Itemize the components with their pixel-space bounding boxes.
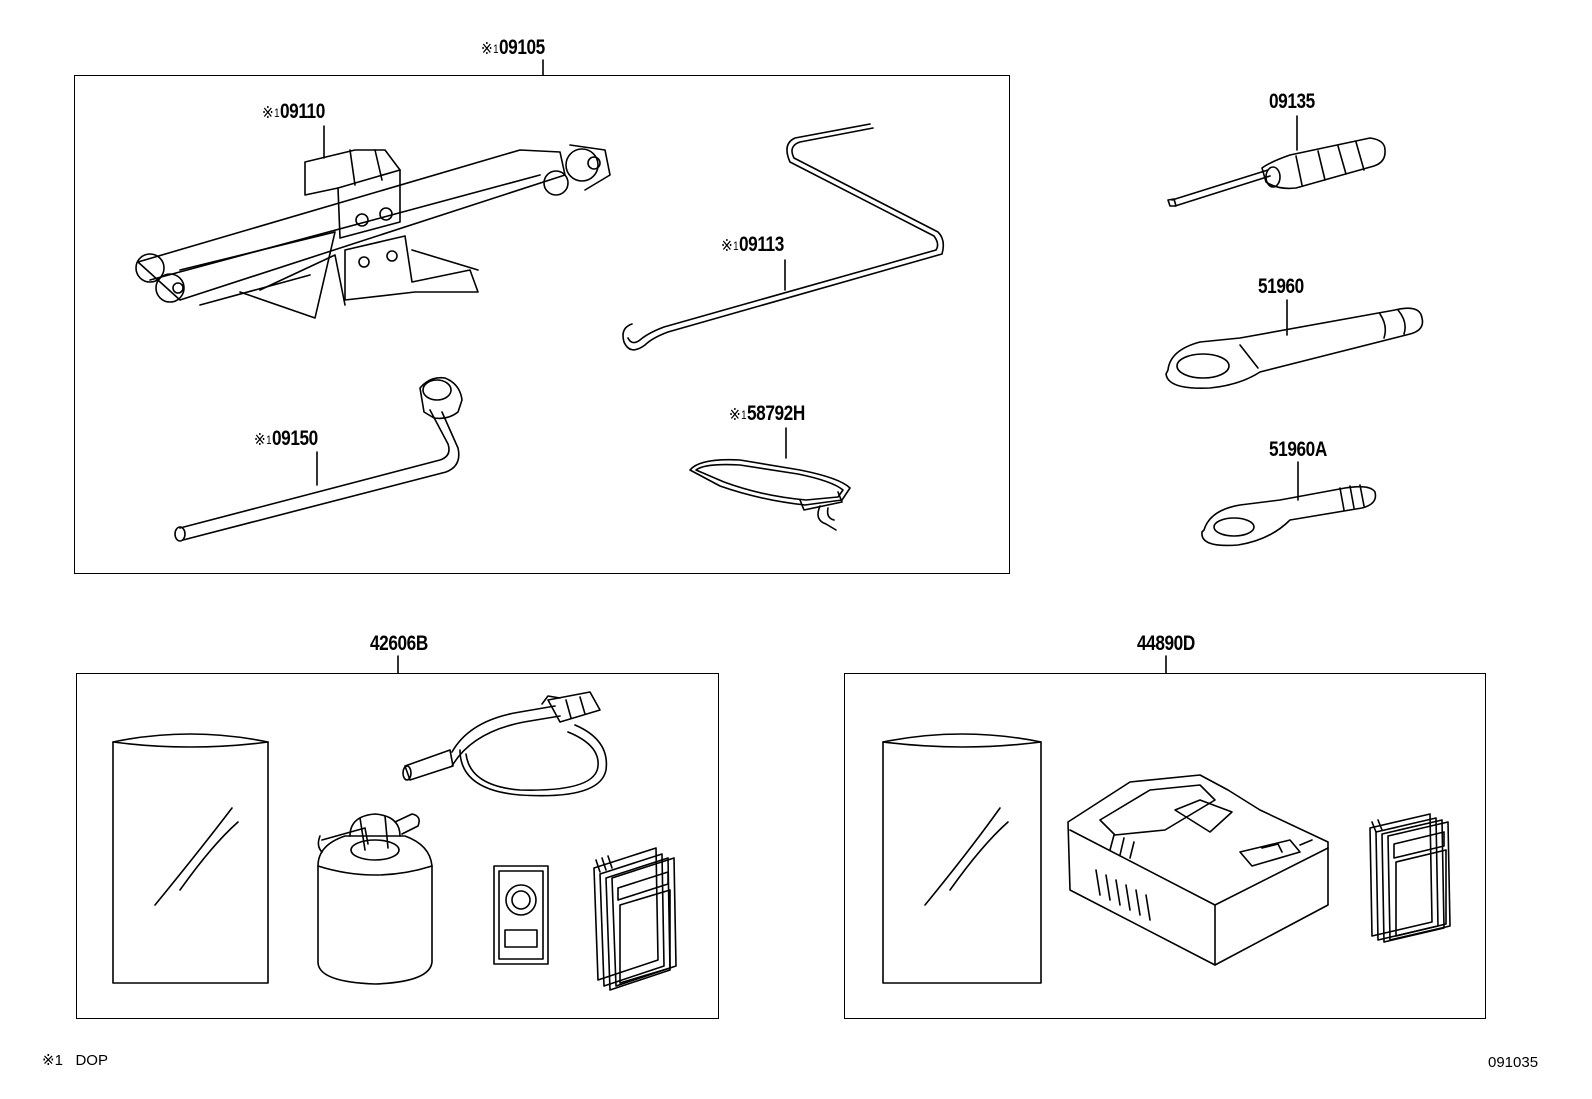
dop-marker: ※1 <box>721 236 739 255</box>
part-label-51960[interactable]: 51960 <box>1258 275 1304 298</box>
dop-marker: ※1 <box>262 103 280 122</box>
dop-marker: ※1 <box>254 430 272 449</box>
part-label-09113[interactable]: ※109113 <box>721 233 784 256</box>
part-label-09135[interactable]: 09135 <box>1269 90 1315 113</box>
footnote: ※1 DOP <box>42 1051 108 1069</box>
part-label-09105[interactable]: ※109105 <box>481 36 545 59</box>
footnote-mark: ※1 <box>42 1052 63 1069</box>
compressor-kit-box <box>844 673 1486 1019</box>
part-label-51960A[interactable]: 51960A <box>1269 438 1327 461</box>
part-label-09150[interactable]: ※109150 <box>254 427 318 450</box>
tool-kit-group-box <box>74 75 1010 574</box>
part-label-42606B[interactable]: 42606B <box>370 632 428 655</box>
tire-repair-kit-box <box>76 673 719 1019</box>
part-label-09110[interactable]: ※109110 <box>262 100 325 123</box>
dop-marker: ※1 <box>729 405 747 424</box>
diagram-code: 091035 <box>1488 1054 1539 1071</box>
part-label-44890D[interactable]: 44890D <box>1137 632 1195 655</box>
part-label-58792H[interactable]: ※158792H <box>729 402 805 425</box>
dop-marker: ※1 <box>481 39 499 58</box>
footnote-text: DOP <box>75 1052 108 1069</box>
